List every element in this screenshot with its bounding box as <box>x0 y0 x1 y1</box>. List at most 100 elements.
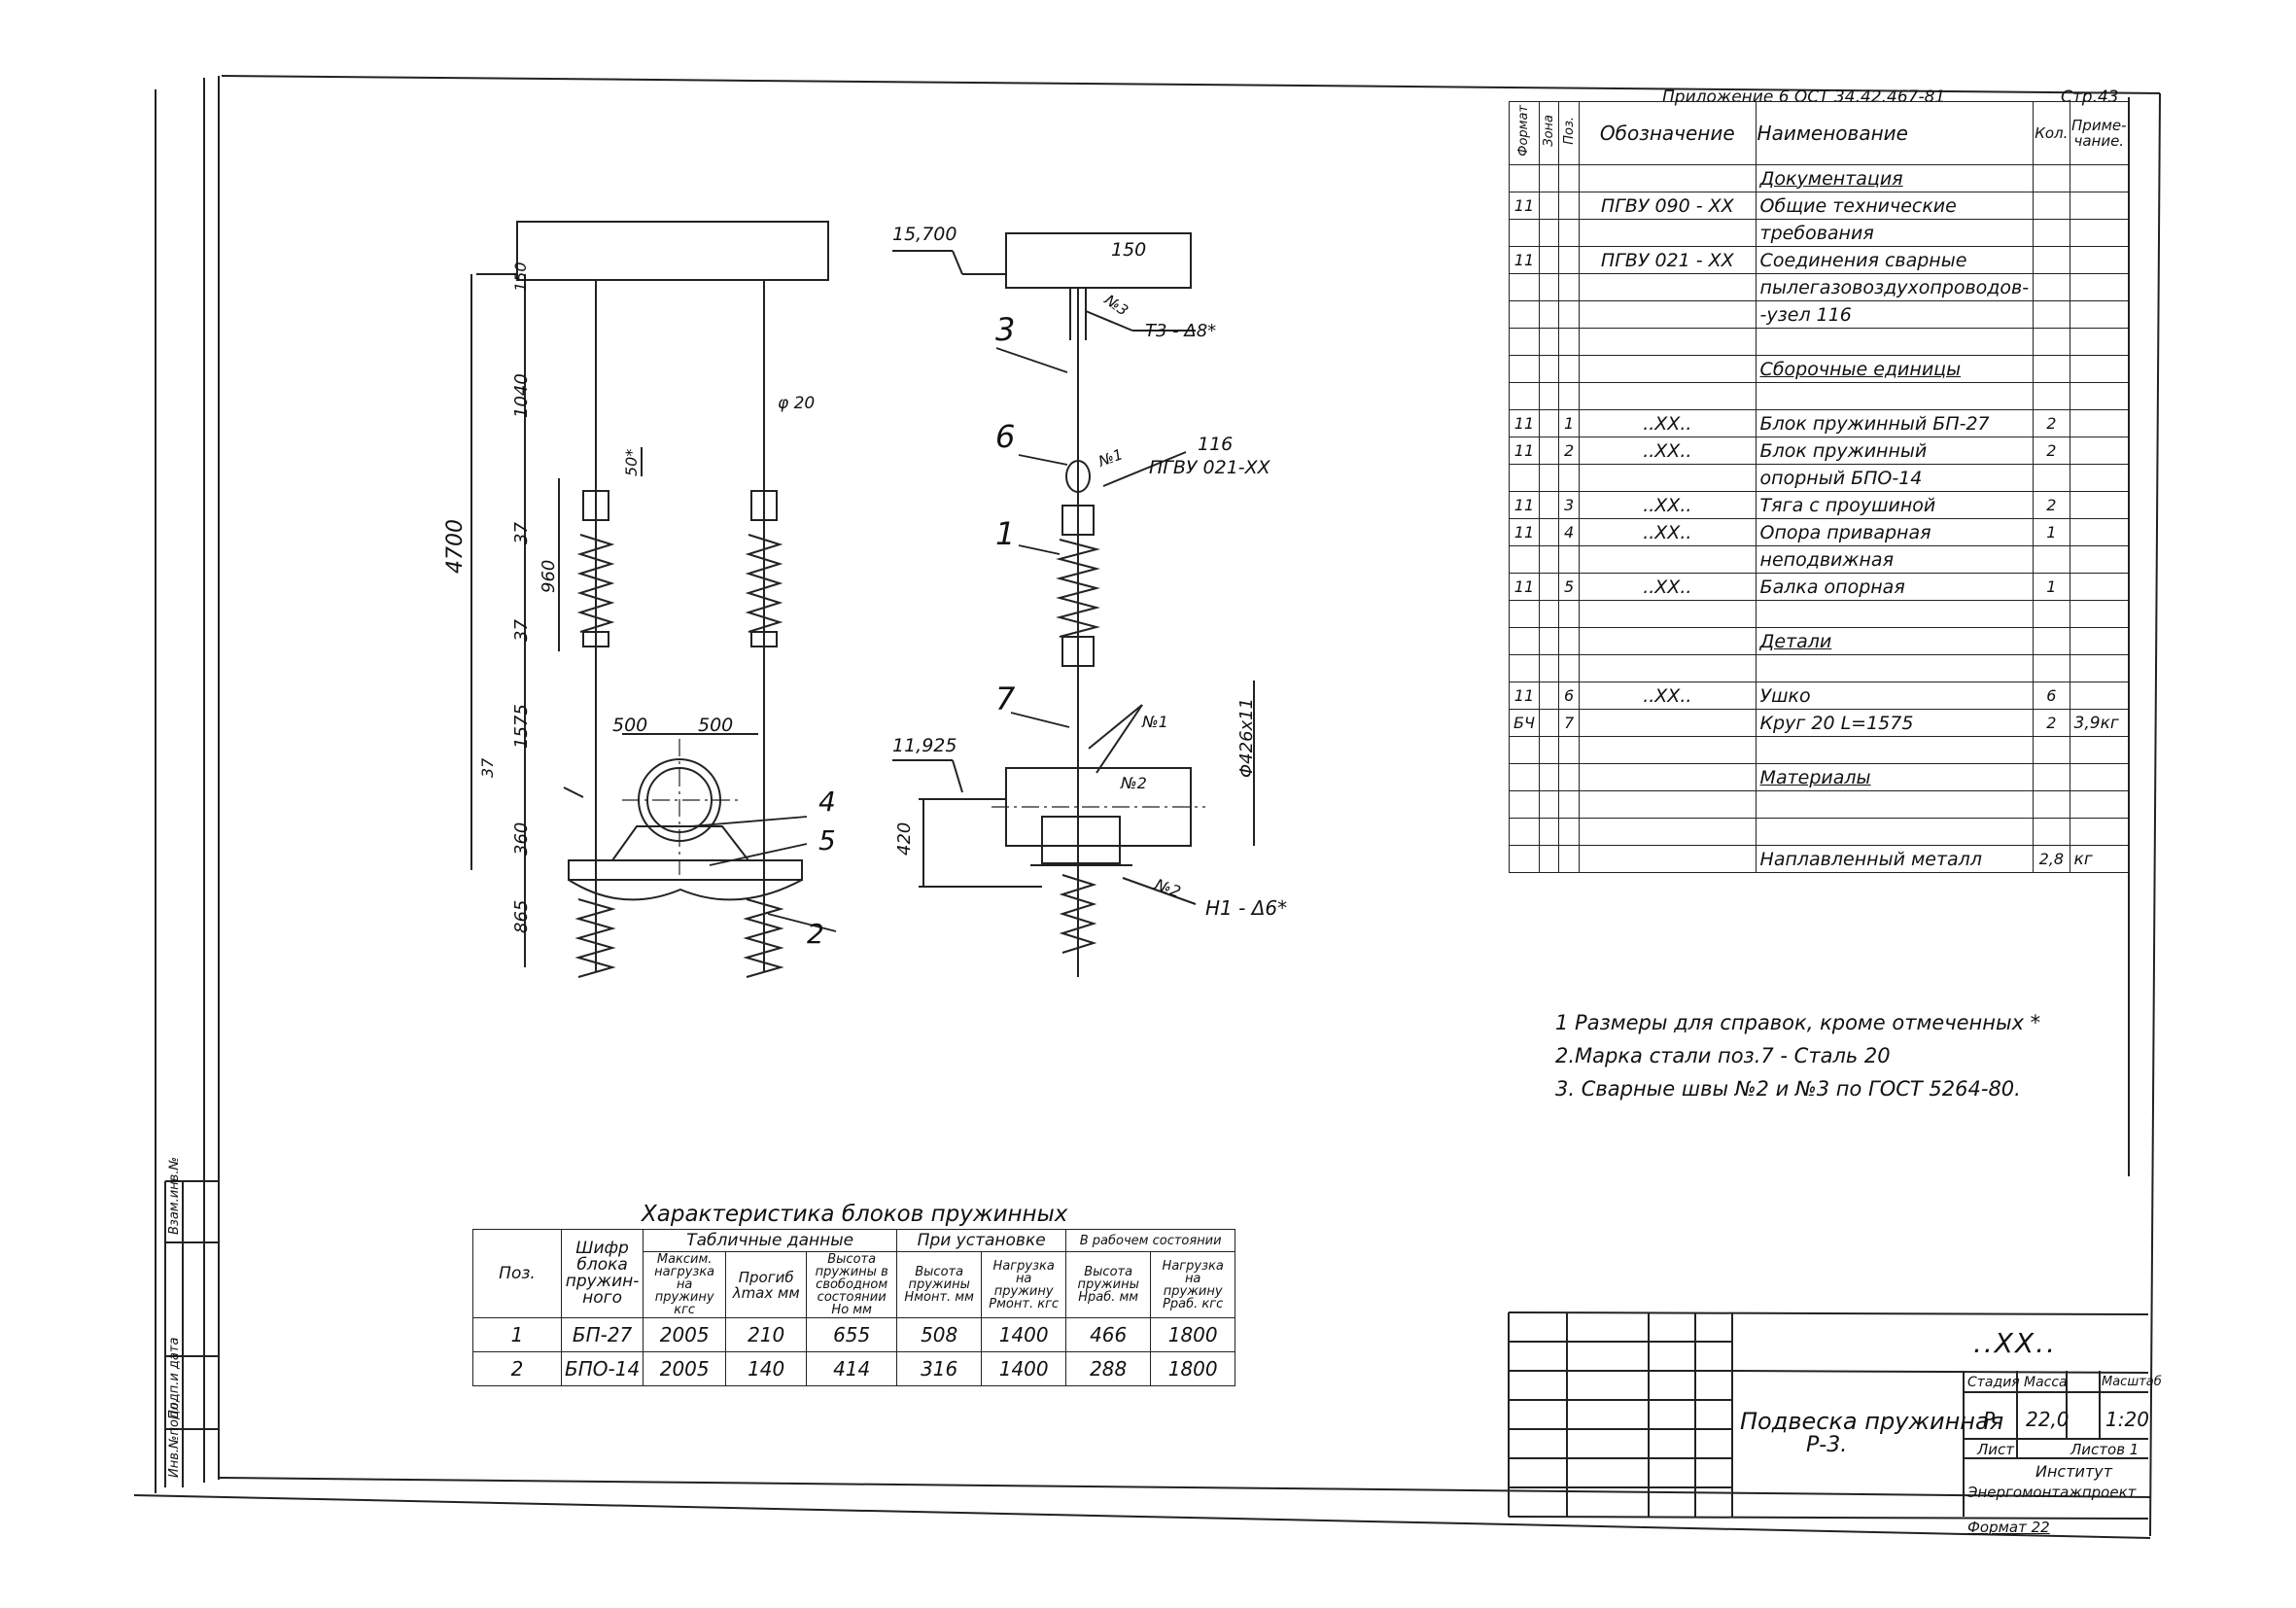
spec-cell-zone <box>1538 763 1560 791</box>
spec-cell-n: -узел 116 <box>1755 300 2035 329</box>
spec-cell-note <box>2069 573 2130 601</box>
node-116: 116 <box>1198 434 1234 455</box>
spec-cell-q <box>2033 763 2070 791</box>
char-cell: 1400 <box>981 1317 1067 1352</box>
phi20-label: φ 20 <box>778 394 816 413</box>
spec-cell-d <box>1579 328 1757 356</box>
spec-cell-p <box>1558 464 1581 492</box>
spec-cell-q <box>2033 654 2070 682</box>
spec-cell-p: 3 <box>1558 491 1581 519</box>
spec-cell-note <box>2069 219 2130 247</box>
spec-cell-d <box>1579 736 1757 764</box>
spec-cell-q <box>2033 790 2070 819</box>
spec-cell-d <box>1579 219 1757 247</box>
spec-cell-n: Круг 20 L=1575 <box>1755 709 2035 737</box>
spec-cell-p: 2 <box>1558 437 1581 465</box>
spec-cell-n: Соединения сварные <box>1755 246 2035 274</box>
spec-cell-zone <box>1538 300 1560 329</box>
note-2: 2.Марка стали поз.7 - Сталь 20 <box>1555 1044 1891 1067</box>
spec-cell-zone <box>1538 818 1560 846</box>
spec-cell-n: Документация <box>1755 164 2035 192</box>
spec-row <box>1509 382 2130 410</box>
spec-cell-zone <box>1538 409 1560 437</box>
spec-cell-d <box>1579 709 1757 737</box>
char-h-load-mont: Нагрузка на пружину Рмонт. кгс <box>981 1251 1067 1318</box>
spec-cell-q <box>2033 192 2070 220</box>
spec-cell-d: ..ХХ.. <box>1579 573 1757 601</box>
note-3: 3. Сварные швы №2 и №3 по ГОСТ 5264-80. <box>1555 1077 2021 1101</box>
spec-cell-n <box>1755 654 2035 682</box>
spec-cell-n: опорный БПО-14 <box>1755 464 2035 492</box>
title-mass-label: Масса <box>2024 1375 2068 1390</box>
spec-cell-f <box>1509 300 1540 329</box>
char-cell: 655 <box>806 1317 898 1352</box>
spec-cell-zone <box>1538 164 1560 192</box>
char-h-load-work: Нагрузка на пружину Рраб. кгс <box>1150 1251 1236 1318</box>
spec-cell-f: БЧ <box>1509 709 1540 737</box>
spec-cell-zone <box>1538 382 1560 410</box>
spec-cell-note <box>2069 246 2130 274</box>
spec-cell-p <box>1558 763 1581 791</box>
spec-cell-q: 1 <box>2033 573 2070 601</box>
char-cell: 2005 <box>643 1317 727 1352</box>
spec-row <box>1509 654 2130 682</box>
spec-row <box>1509 328 2130 356</box>
spec-cell-zone <box>1538 518 1560 546</box>
spec-cell-f <box>1509 763 1540 791</box>
spec-cell-note <box>2069 491 2130 519</box>
dim-4700: 4700 <box>443 519 468 574</box>
spec-cell-d: ПГВУ 090 - ХХ <box>1579 192 1757 220</box>
spec-cell-note: кг <box>2069 845 2130 873</box>
spec-cell-q: 2 <box>2033 709 2070 737</box>
char-h-deflect: Прогиб λmax мм <box>725 1251 808 1318</box>
spec-cell-q <box>2033 246 2070 274</box>
dim-960: 960 <box>539 559 559 593</box>
spec-cell-p: 4 <box>1558 518 1581 546</box>
spec-cell-q <box>2033 736 2070 764</box>
pos1-label: 1 <box>995 515 1016 552</box>
spec-cell-q <box>2033 627 2070 655</box>
char-h-height-mont: Высота пружины Нмонт. мм <box>896 1251 983 1318</box>
char-cell: 414 <box>806 1351 898 1386</box>
spec-col-designation: Обозначение <box>1579 101 1757 165</box>
spec-cell-q <box>2033 355 2070 383</box>
spec-cell-q: 1 <box>2033 518 2070 546</box>
spec-col-note: Приме-чание. <box>2069 101 2130 165</box>
spec-col-zone: Зона <box>1538 101 1560 165</box>
char-h-pos: Поз. <box>472 1229 562 1318</box>
spec-row: -узел 116 <box>1509 300 2130 329</box>
spec-cell-zone <box>1538 355 1560 383</box>
pos4-label: 4 <box>818 786 836 818</box>
spec-cell-zone <box>1538 627 1560 655</box>
spec-cell-f <box>1509 273 1540 301</box>
spec-cell-zone <box>1538 328 1560 356</box>
char-cell: БПО-14 <box>560 1351 644 1386</box>
title-name-line2: Р-3. <box>1806 1433 1848 1457</box>
spec-cell-zone <box>1538 219 1560 247</box>
spec-cell-n: Детали <box>1755 627 2035 655</box>
spec-cell-f <box>1509 219 1540 247</box>
title-mass: 22,0 <box>2026 1408 2070 1431</box>
spec-cell-note <box>2069 818 2130 846</box>
spec-cell-note <box>2069 437 2130 465</box>
char-h-maxload: Максим. нагрузка на пружину кгс <box>643 1251 727 1318</box>
spec-cell-zone <box>1538 736 1560 764</box>
spec-row: опорный БПО-14 <box>1509 464 2130 492</box>
spec-cell-f: 11 <box>1509 573 1540 601</box>
elev-top: 15,700 <box>892 224 957 245</box>
spec-cell-p <box>1558 382 1581 410</box>
title-name-line1: Подвеска пружинная <box>1740 1408 2004 1435</box>
spec-row: Детали <box>1509 627 2130 655</box>
spec-cell-f: 11 <box>1509 192 1540 220</box>
spec-cell-d: ПГВУ 021 - ХХ <box>1579 246 1757 274</box>
spec-cell-p <box>1558 300 1581 329</box>
spec-row: неподвижная <box>1509 545 2130 574</box>
pos5-label: 5 <box>818 824 836 856</box>
spec-cell-d: ..ХХ.. <box>1579 437 1757 465</box>
char-h-height-free: Высота пружины в свободном состоянии Но … <box>806 1251 898 1318</box>
spec-cell-p <box>1558 328 1581 356</box>
